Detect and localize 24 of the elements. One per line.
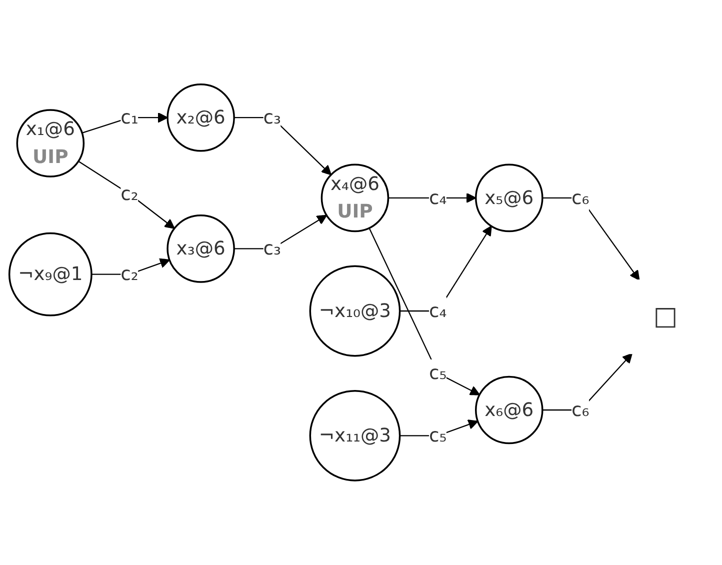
edge-label: c₆ — [572, 186, 590, 209]
node-circle — [309, 390, 401, 482]
edge-label: c₅ — [428, 362, 447, 384]
node-circle — [474, 164, 544, 232]
node-circle — [8, 232, 92, 316]
edge-label: c₅ — [428, 424, 447, 446]
node-circle — [474, 376, 544, 444]
edge-label: c₃ — [263, 106, 281, 128]
edge-label: c₂ — [120, 182, 138, 205]
edge-label: c₄ — [428, 186, 447, 209]
edge-label: c₁ — [120, 106, 138, 128]
node-circle — [309, 265, 401, 357]
edge-label: c₆ — [572, 398, 590, 421]
node-circle — [166, 214, 235, 283]
edge-label: c₂ — [120, 262, 138, 285]
edge-label: c₄ — [428, 299, 447, 322]
node-circle — [320, 164, 390, 232]
implication-graph: c₁ c₂ c₂ c₃ c₃ c₄ c₄ c₅ c₅ c₆ c₆ x₁@6 UIP ¬x₉@1 x₂@6 x₃@6 x₄@6 UIP ¬x₁₀@3 x₅@6 x₆@6 ¬x₁₁@3 □ — [0, 75, 722, 490]
node-circle — [166, 84, 235, 152]
arrow — [368, 228, 480, 396]
node-circle — [16, 109, 85, 178]
arrow — [78, 160, 175, 229]
edge-label: c₃ — [263, 237, 281, 260]
node-text: □ — [653, 302, 678, 332]
